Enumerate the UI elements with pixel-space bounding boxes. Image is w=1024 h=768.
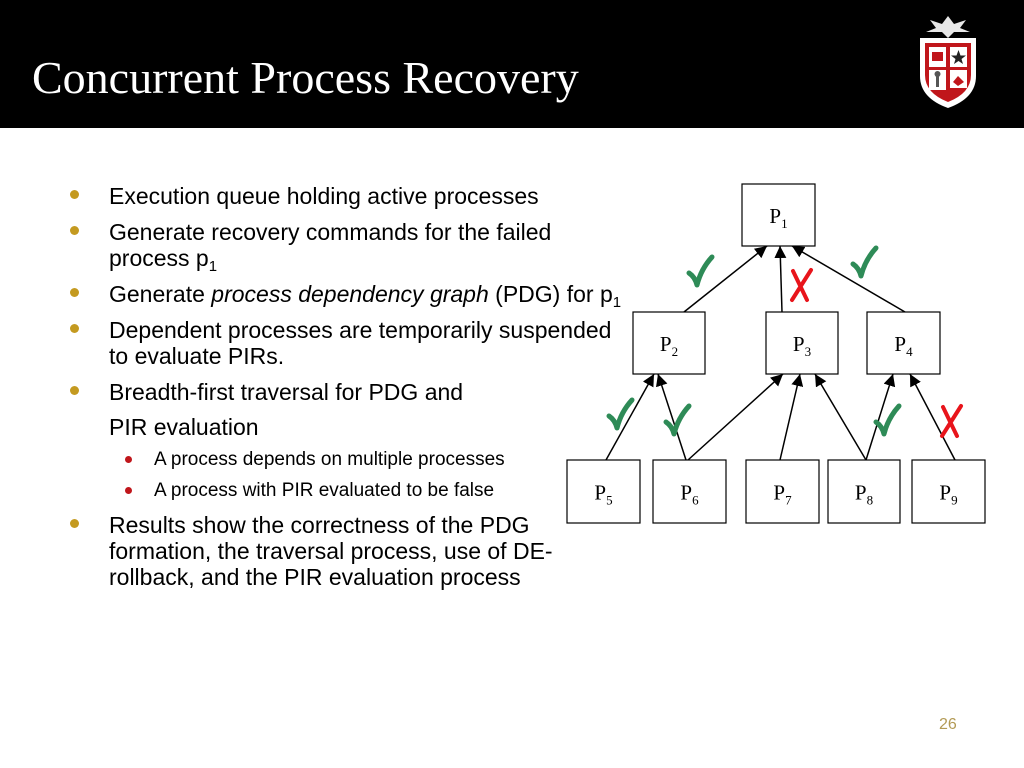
bullet-marker [70, 519, 79, 528]
sub-bullet-text: A process with PIR evaluated to be false [154, 480, 495, 501]
sub-bullet-item: A process depends on multiple processes [125, 448, 630, 471]
dependency-edge-p8-p3 [814, 373, 867, 461]
sub-bullet-marker [125, 456, 132, 463]
bullet-marker [70, 324, 79, 333]
bullet-marker [70, 288, 79, 297]
bullet-item: Breadth-first traversal for PDG and PIR … [70, 379, 630, 502]
check-mark-icon [606, 397, 635, 431]
dependency-edge-p2-p1 [683, 245, 768, 313]
bullet-emphasis: process dependency graph [211, 281, 489, 307]
bullet-text: Generate recovery commands for the faile… [109, 219, 552, 271]
process-node-p4 [866, 311, 941, 375]
bullet-marker [70, 190, 79, 199]
sub-bullet-list: A process depends on multiple processes … [109, 448, 630, 502]
dependency-edge-p9-p4 [909, 373, 956, 461]
bullet-item: Execution queue holding active processes [70, 183, 630, 209]
page-number: 26 [939, 716, 957, 733]
bullet-text: Execution queue holding active processes [109, 183, 539, 209]
bullet-text: Dependent processes are temporarily susp… [109, 317, 612, 369]
bullet-text-continued: PIR evaluation [109, 414, 259, 440]
sub-bullet-item: A process with PIR evaluated to be false [125, 479, 630, 502]
check-mark-icon [850, 245, 879, 279]
bullet-text: Results show the correctness of the PDG … [109, 512, 553, 590]
process-node-p6 [652, 459, 727, 524]
dependency-edge-p8-p4 [865, 373, 896, 461]
bullet-item: Dependent processes are temporarily susp… [70, 317, 630, 369]
dependency-edge-p6-p3 [687, 373, 784, 461]
check-mark-icon [686, 254, 715, 288]
cross-mark-icon [940, 404, 963, 438]
dependency-edge-p4-p1 [791, 245, 906, 313]
bullet-item: Generate recovery commands for the faile… [70, 219, 630, 274]
process-node-p2 [632, 311, 706, 375]
bullet-text-continued: (PDG) for p [488, 281, 613, 307]
bullet-item: Generate process dependency graph (PDG) … [70, 281, 630, 310]
cross-mark-icon [790, 268, 813, 302]
process-node-p5 [566, 459, 641, 524]
bullet-marker [70, 386, 79, 395]
university-crest-logo [920, 16, 976, 108]
process-node-p9 [911, 459, 986, 524]
bullet-marker [70, 226, 79, 235]
bullet-list: Execution queue holding active processes… [70, 183, 630, 600]
sub-bullet-marker [125, 487, 132, 494]
dependency-edge-p7-p3 [779, 373, 804, 461]
slide-title: Concurrent Process Recovery [32, 52, 579, 103]
dependency-edge-p5-p2 [605, 373, 655, 461]
dependency-edge-p6-p2 [656, 373, 687, 461]
subscript: 1 [208, 258, 218, 275]
bullet-item: Results show the correctness of the PDG … [70, 512, 630, 590]
dependency-edge-p3-p1 [774, 245, 787, 313]
title-bar: Concurrent Process Recovery [0, 0, 1024, 128]
process-node-p3 [765, 311, 839, 375]
check-mark-icon [873, 403, 902, 437]
process-node-p1 [741, 183, 816, 247]
process-node-p7 [745, 459, 820, 524]
subscript: 1 [612, 294, 622, 311]
check-mark-icon [663, 403, 692, 437]
bullet-text: Breadth-first traversal for PDG and [109, 379, 464, 405]
sub-bullet-text: A process depends on multiple processes [154, 449, 505, 470]
process-node-p8 [827, 459, 901, 524]
bullet-text: Generate [109, 281, 212, 307]
